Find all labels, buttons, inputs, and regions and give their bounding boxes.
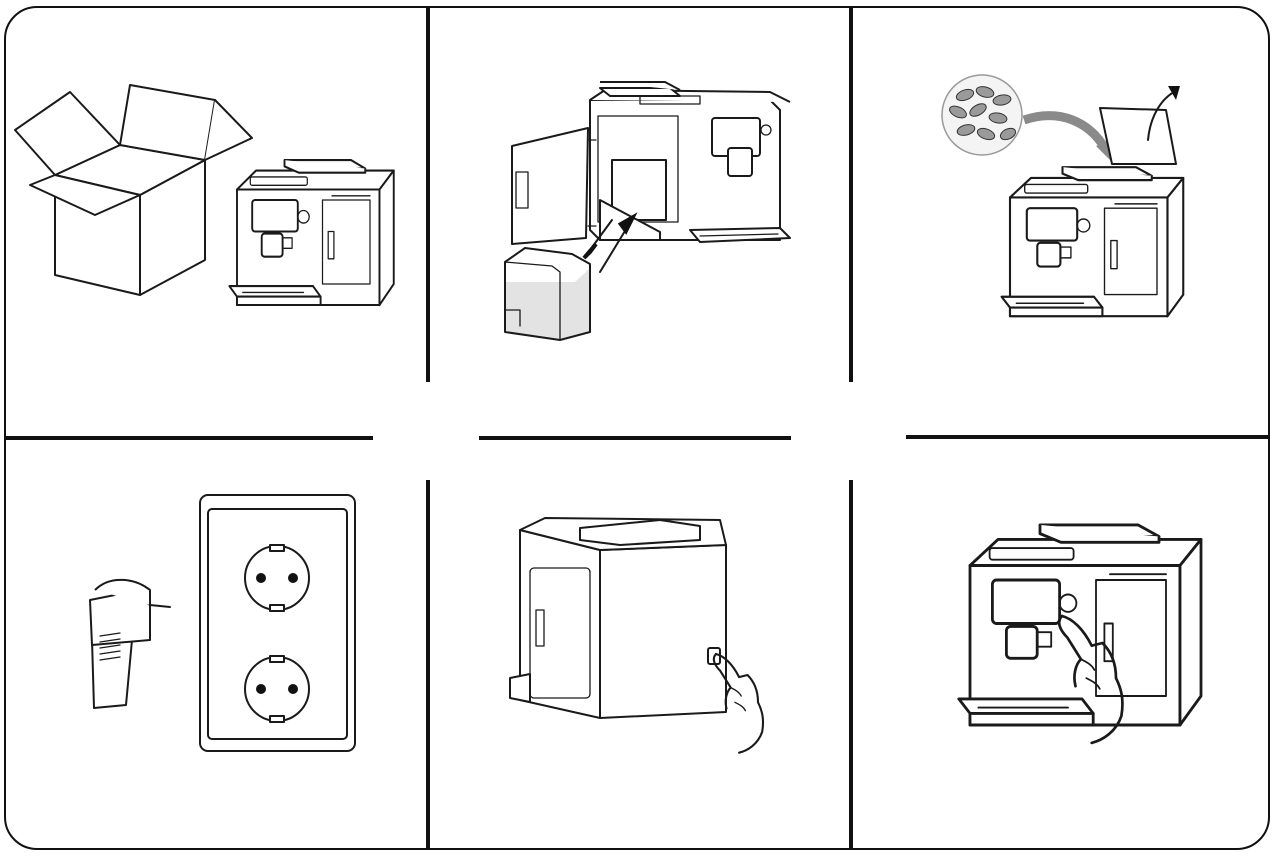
panel-water-tank	[504, 81, 791, 341]
wall-socket-icon	[199, 494, 356, 752]
panel-beans	[941, 74, 1185, 318]
coffee-machine-icon	[957, 523, 1203, 727]
water-tank-icon	[504, 247, 591, 341]
outer-frame	[4, 6, 1270, 850]
coffee-machine-icon	[228, 159, 395, 307]
panel-power-switch	[509, 517, 765, 754]
arrow-icon	[582, 212, 638, 273]
coffee-beans-icon	[941, 74, 1023, 156]
bean-lid-icon	[1099, 86, 1180, 165]
panel-power-plug	[89, 494, 356, 752]
plug-icon	[89, 578, 171, 709]
panel-unbox	[14, 84, 395, 307]
coffee-machine-rear-icon	[509, 517, 727, 719]
panel-power-button	[957, 523, 1203, 745]
coffee-machine-open-door-icon	[511, 81, 791, 245]
box-icon	[14, 84, 253, 296]
coffee-machine-icon	[1000, 166, 1185, 318]
